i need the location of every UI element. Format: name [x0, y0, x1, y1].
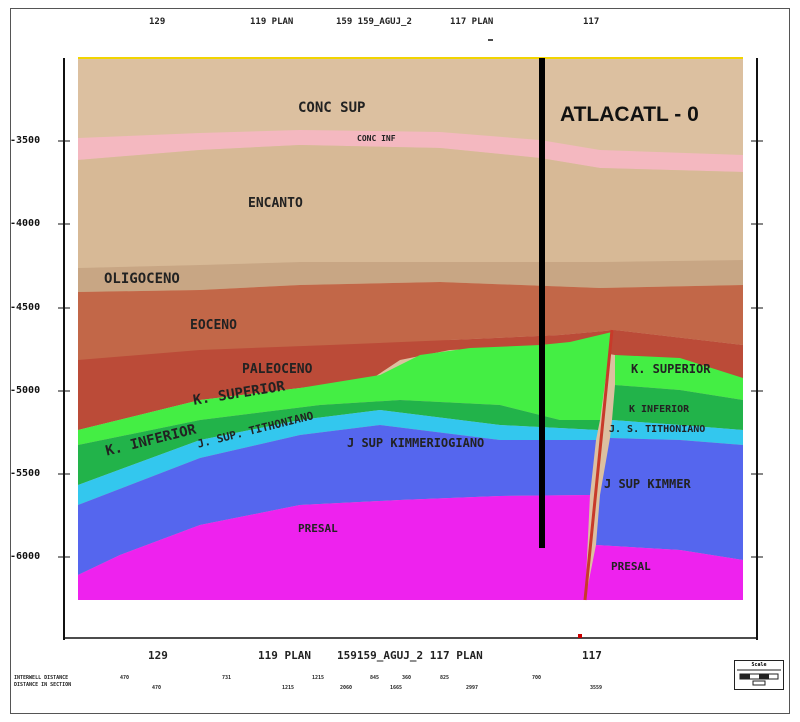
distance-value: 3559: [590, 685, 603, 691]
label-conc-sup: CONC SUP: [298, 100, 366, 116]
fault-line: [583, 329, 614, 601]
label-j-s-tithoniano-right: J. S. TITHONIANO: [609, 424, 706, 435]
distance-value: 731: [222, 675, 232, 681]
label-k-superior-right: K. SUPERIOR: [631, 362, 711, 376]
layer-presal: [78, 495, 590, 600]
distance-in-section-label: DISTANCE IN SECTION: [14, 682, 72, 688]
distance-value: 1215: [282, 685, 295, 691]
layer-kimmer-right: [596, 438, 743, 560]
layer-paleoceno: [78, 330, 743, 430]
distance-value: 2060: [340, 685, 353, 691]
layer-oligoceno: [78, 260, 743, 292]
bottom-well-label-117: 117: [582, 649, 602, 662]
label-oligoceno: OLIGOCENO: [104, 271, 180, 287]
bottom-red-mark: [578, 634, 582, 638]
layer-encanto: [78, 145, 743, 268]
bottom-well-label-159159-aguj: 159159_AGUJ_2 117 PLAN: [337, 649, 483, 662]
depth-label-5000: -5000: [10, 385, 41, 396]
distance-value: 1665: [390, 685, 403, 691]
distance-value: 700: [532, 675, 542, 681]
label-presal: PRESAL: [298, 522, 338, 535]
well-name-atlacatl: ATLACATL - 0: [560, 103, 699, 126]
label-j-sup-kimmer-right: J SUP KIMMER: [604, 477, 691, 491]
top-well-label-129: 129: [149, 17, 166, 27]
scale-bar-icon: [737, 669, 781, 686]
layer-tithoniano-right: [610, 420, 743, 445]
label-j-sup-kimmeriogiano: J SUP KIMMERIOGIANO: [347, 436, 485, 450]
distance-value: 825: [440, 675, 450, 681]
scale-legend-title: Scale: [751, 662, 767, 668]
layer-j-sup-tithoniano: [78, 410, 598, 505]
top-well-label-119-plan: 119 PLAN: [250, 17, 294, 27]
distance-value: 470: [152, 685, 162, 691]
depth-label-6000: -6000: [10, 551, 41, 562]
label-paleoceno: PALEOCENO: [242, 362, 313, 377]
label-eoceno: EOCENO: [190, 318, 237, 333]
layer-k-superior-right: [615, 355, 743, 400]
layer-k-superior: [78, 332, 612, 445]
interwell-distance-label: INTERWELL DISTANCE: [14, 675, 69, 681]
label-k-inferior-right: K INFERIOR: [629, 404, 690, 415]
depth-label-4000: -4000: [10, 218, 41, 229]
distance-value: 1215: [312, 675, 325, 681]
layer-k-inferior: [78, 400, 600, 485]
bottom-well-label-119-plan: 119 PLAN: [258, 649, 311, 662]
scale-legend: Scale: [734, 660, 784, 690]
layer-conc-inf: [78, 130, 743, 172]
label-encanto: ENCANTO: [248, 196, 303, 211]
distance-value: 2997: [466, 685, 479, 691]
distance-value: 360: [402, 675, 412, 681]
label-presal-right: PRESAL: [611, 560, 651, 573]
layer-k-inferior-right: [612, 385, 743, 430]
distance-value: 845: [370, 675, 380, 681]
top-well-label-117: 117: [583, 17, 600, 27]
top-well-label-159-aguj: 159 159_AGUJ_2: [336, 17, 412, 27]
layer-presal-right: [585, 545, 743, 600]
bottom-well-label-129: 129: [148, 649, 168, 662]
depth-label-5500: -5500: [10, 468, 41, 479]
depth-label-3500: -3500: [10, 135, 41, 146]
distance-value: 470: [120, 675, 130, 681]
label-conc-inf: CONC INF: [357, 134, 396, 143]
top-well-label-117-plan: 117 PLAN: [450, 17, 494, 27]
depth-label-4500: -4500: [10, 302, 41, 313]
figure-border: [10, 8, 790, 714]
layer-j-sup-kimmeriogiano: [78, 425, 596, 575]
